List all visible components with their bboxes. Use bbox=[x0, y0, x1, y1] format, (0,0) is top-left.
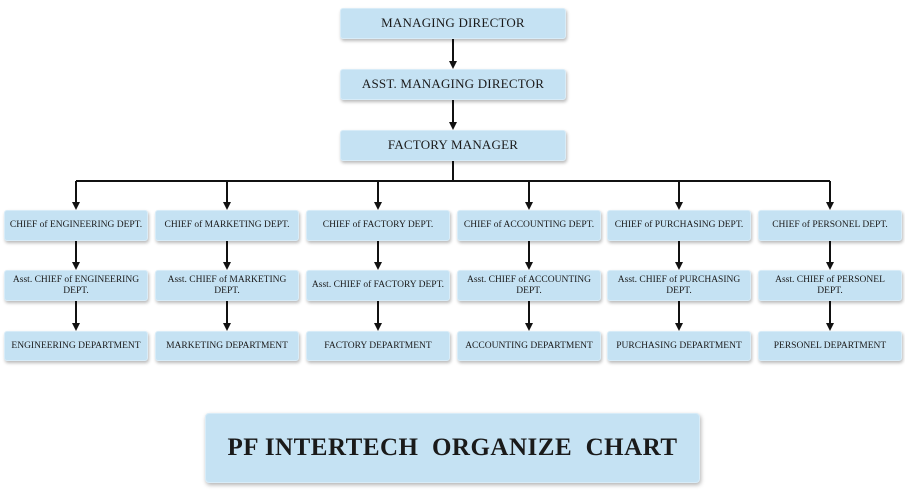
department-label: ACCOUNTING DEPARTMENT bbox=[465, 340, 593, 351]
department-label: PERSONEL DEPARTMENT bbox=[773, 340, 887, 351]
managing-director-box: MANAGING DIRECTOR bbox=[340, 8, 566, 39]
chief-label: CHIEF of FACTORY DEPT. bbox=[322, 220, 434, 231]
managing-director-label: MANAGING DIRECTOR bbox=[381, 15, 525, 31]
chief-label: CHIEF of ACCOUNTING DEPT. bbox=[463, 220, 595, 231]
department-label: FACTORY DEPARTMENT bbox=[324, 340, 432, 351]
asst-chief-box: Asst. CHIEF of FACTORY DEPT. bbox=[306, 270, 450, 301]
department-box: FACTORY DEPARTMENT bbox=[306, 331, 450, 361]
asst-chief-label: Asst. CHIEF of ENGINEERING DEPT. bbox=[12, 274, 140, 296]
asst-chief-box: Asst. CHIEF of PURCHASING DEPT. bbox=[607, 270, 751, 301]
asst-chief-box: Asst. CHIEF of MARKETING DEPT. bbox=[155, 270, 299, 301]
chief-box: CHIEF of ACCOUNTING DEPT. bbox=[457, 210, 601, 241]
asst-chief-label: Asst. CHIEF of ACCOUNTING DEPT. bbox=[466, 274, 592, 296]
chief-label: CHIEF of MARKETING DEPT. bbox=[164, 220, 290, 231]
department-box: MARKETING DEPARTMENT bbox=[155, 331, 299, 361]
department-label: ENGINEERING DEPARTMENT bbox=[11, 340, 141, 351]
asst-chief-box: Asst. CHIEF of PERSONEL DEPT. bbox=[758, 270, 902, 301]
asst-managing-director-label: ASST. MANAGING DIRECTOR bbox=[361, 76, 545, 92]
chief-label: CHIEF of ENGINEERING DEPT. bbox=[9, 220, 143, 231]
asst-chief-box: Asst. CHIEF of ENGINEERING DEPT. bbox=[4, 270, 148, 301]
department-box: PURCHASING DEPARTMENT bbox=[607, 331, 751, 361]
asst-chief-label: Asst. CHIEF of MARKETING DEPT. bbox=[167, 274, 287, 296]
asst-chief-box: Asst. CHIEF of ACCOUNTING DEPT. bbox=[457, 270, 601, 301]
chart-title-box: PF INTERTECH ORGANIZE CHART bbox=[205, 413, 700, 483]
department-box: ENGINEERING DEPARTMENT bbox=[4, 331, 148, 361]
chief-box: CHIEF of PURCHASING DEPT. bbox=[607, 210, 751, 241]
chief-box: CHIEF of PERSONEL DEPT. bbox=[758, 210, 902, 241]
chart-title: PF INTERTECH ORGANIZE CHART bbox=[227, 434, 678, 461]
asst-chief-label: Asst. CHIEF of FACTORY DEPT. bbox=[311, 280, 445, 291]
factory-manager-label: FACTORY MANAGER bbox=[387, 137, 519, 153]
department-label: PURCHASING DEPARTMENT bbox=[616, 340, 742, 351]
department-label: MARKETING DEPARTMENT bbox=[166, 340, 288, 351]
department-box: ACCOUNTING DEPARTMENT bbox=[457, 331, 601, 361]
asst-chief-label: Asst. CHIEF of PURCHASING DEPT. bbox=[617, 274, 741, 296]
factory-manager-box: FACTORY MANAGER bbox=[340, 130, 566, 161]
asst-managing-director-box: ASST. MANAGING DIRECTOR bbox=[340, 69, 566, 100]
chief-box: CHIEF of FACTORY DEPT. bbox=[306, 210, 450, 241]
chief-label: CHIEF of PERSONEL DEPT. bbox=[772, 220, 888, 231]
chief-label: CHIEF of PURCHASING DEPT. bbox=[614, 220, 744, 231]
department-box: PERSONEL DEPARTMENT bbox=[758, 331, 902, 361]
asst-chief-label: Asst. CHIEF of PERSONEL DEPT. bbox=[775, 274, 885, 296]
chief-box: CHIEF of ENGINEERING DEPT. bbox=[4, 210, 148, 241]
chief-box: CHIEF of MARKETING DEPT. bbox=[155, 210, 299, 241]
